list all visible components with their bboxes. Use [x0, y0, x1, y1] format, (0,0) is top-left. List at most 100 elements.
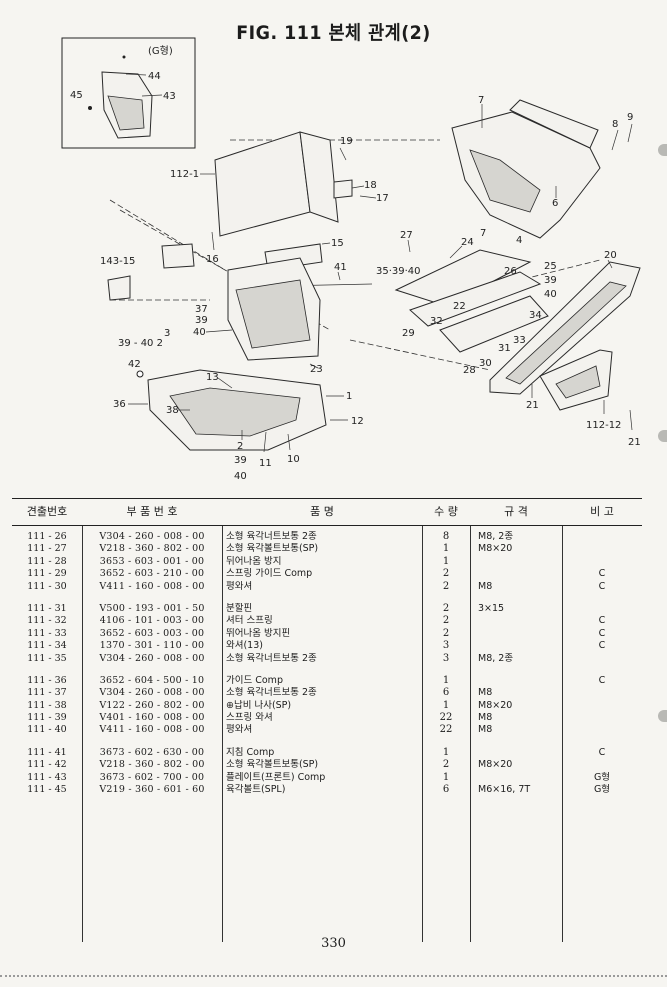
header-name: 품 명 — [310, 504, 334, 518]
cell-no: 111 - 27 — [27, 543, 67, 555]
cell-part-no: V122 - 260 - 802 - 00 — [99, 699, 205, 711]
callout-7a: 7 — [478, 95, 484, 106]
cell-no: 111 - 39 — [27, 712, 67, 724]
cell-remarks: C — [598, 640, 606, 652]
header-no: 견출번호 — [26, 504, 68, 518]
cell-part-no: V401 - 160 - 008 - 00 — [99, 712, 205, 724]
cell-qty: 3 — [442, 640, 450, 652]
lower-rail-part — [439, 295, 549, 353]
inset-frame — [61, 37, 196, 149]
callout-21a: 21 — [526, 400, 539, 411]
cell-remarks — [562, 531, 642, 543]
cell-qty: 3 — [442, 652, 450, 664]
cell-name: 소형 육각너트보통 2종 — [226, 652, 317, 664]
cell-no: 111 - 32 — [27, 615, 67, 627]
callout-17: 17 — [376, 193, 389, 204]
cell-name: 뛰어나옴 방지핀 — [226, 627, 291, 639]
cell-no: 111 - 36 — [27, 674, 67, 686]
cell-remarks: C — [598, 627, 606, 639]
callout-112-12: 112-12 — [586, 420, 621, 431]
callout-8: 8 — [612, 119, 618, 130]
page-title: FIG. 111 본체 관계(2) — [236, 22, 431, 44]
cell-remarks — [562, 556, 642, 568]
cell-qty: 2 — [442, 615, 450, 627]
cell-part-no: 3652 - 603 - 003 - 00 — [99, 627, 205, 639]
cell-remarks: C — [598, 746, 606, 758]
cell-name: 소형 육각너트보통 2종 — [226, 531, 317, 542]
header-spec: 규 격 — [504, 504, 528, 518]
callout-112-1: 112-1 — [170, 169, 199, 180]
cell-part-no: V411 - 160 - 008 - 00 — [99, 580, 205, 592]
cell-no: 111 - 30 — [27, 580, 67, 592]
callout-6: 6 — [552, 198, 558, 209]
lower-cover-shade — [555, 365, 601, 399]
cell-spec — [470, 615, 562, 627]
callout-28: 28 — [463, 365, 476, 376]
lower-guide-shade — [169, 387, 301, 437]
cell-spec — [470, 556, 562, 568]
cell-name: 스프링 와셔 — [226, 712, 273, 724]
cell-no: 111 - 37 — [27, 687, 67, 699]
cell-spec: M8×20 — [478, 759, 513, 771]
callout-39-40-2: 39 - 40 2 — [118, 338, 163, 349]
callout-45: 45 — [70, 90, 83, 101]
callout-10: 10 — [287, 454, 300, 465]
cell-spec: M8 — [478, 724, 493, 736]
cell-remarks: C — [598, 674, 606, 686]
callout-27: 27 — [400, 230, 413, 241]
inset-label: (G형) — [148, 45, 173, 57]
cell-qty: 6 — [442, 784, 450, 796]
group-spacer — [12, 737, 642, 747]
exploded-parts-diagram: (G형) 44 43 45 112-1 19 18 17 7 8 9 6 15 … — [61, 37, 641, 482]
callout-31: 31 — [498, 343, 511, 354]
callout-9: 9 — [627, 112, 633, 123]
cell-no: 111 - 34 — [27, 640, 67, 652]
cell-part-no: V500 - 193 - 001 - 50 — [99, 602, 205, 614]
long-rail-shade — [505, 281, 627, 385]
cell-name: 분할핀 — [226, 602, 253, 614]
cell-part-no: 4106 - 101 - 003 - 00 — [99, 615, 205, 627]
callout-20: 20 — [604, 250, 617, 261]
cell-part-no: V219 - 360 - 601 - 60 — [99, 784, 205, 796]
group-spacer — [12, 593, 642, 603]
cell-qty: 1 — [442, 771, 450, 783]
callout-19: 19 — [340, 136, 353, 147]
cell-qty: 1 — [442, 543, 450, 555]
cell-part-no: 3652 - 604 - 500 - 10 — [99, 674, 205, 686]
cell-remarks — [562, 724, 642, 736]
cell-no: 111 - 26 — [27, 531, 67, 542]
cell-spec: M8×20 — [478, 543, 513, 555]
callout-34: 34 — [529, 310, 542, 321]
cell-name: 지침 Comp — [226, 746, 275, 758]
cell-remarks — [562, 687, 642, 699]
upper-rail-part — [394, 249, 532, 307]
cell-part-no: 3652 - 603 - 210 - 00 — [99, 568, 205, 580]
page-number: 330 — [321, 936, 346, 951]
cell-qty: 2 — [442, 759, 450, 771]
cell-name: 플레이트(프론트) Comp — [226, 771, 326, 783]
cell-part-no: V218 - 360 - 802 - 00 — [99, 543, 205, 555]
cell-remarks: C — [598, 615, 606, 627]
main-frame-shade — [235, 279, 311, 349]
callout-16: 16 — [206, 254, 219, 265]
callout-39a: 39 — [544, 275, 557, 286]
cell-spec: M6×16, 7T — [478, 784, 531, 796]
cell-no: 111 - 29 — [27, 568, 67, 580]
cell-name: 소형 육각볼트보통(SP) — [226, 759, 319, 771]
cell-spec — [470, 568, 562, 580]
callout-26: 26 — [504, 266, 517, 277]
callout-39b: 39 — [195, 315, 208, 326]
cell-no: 111 - 33 — [27, 627, 67, 639]
